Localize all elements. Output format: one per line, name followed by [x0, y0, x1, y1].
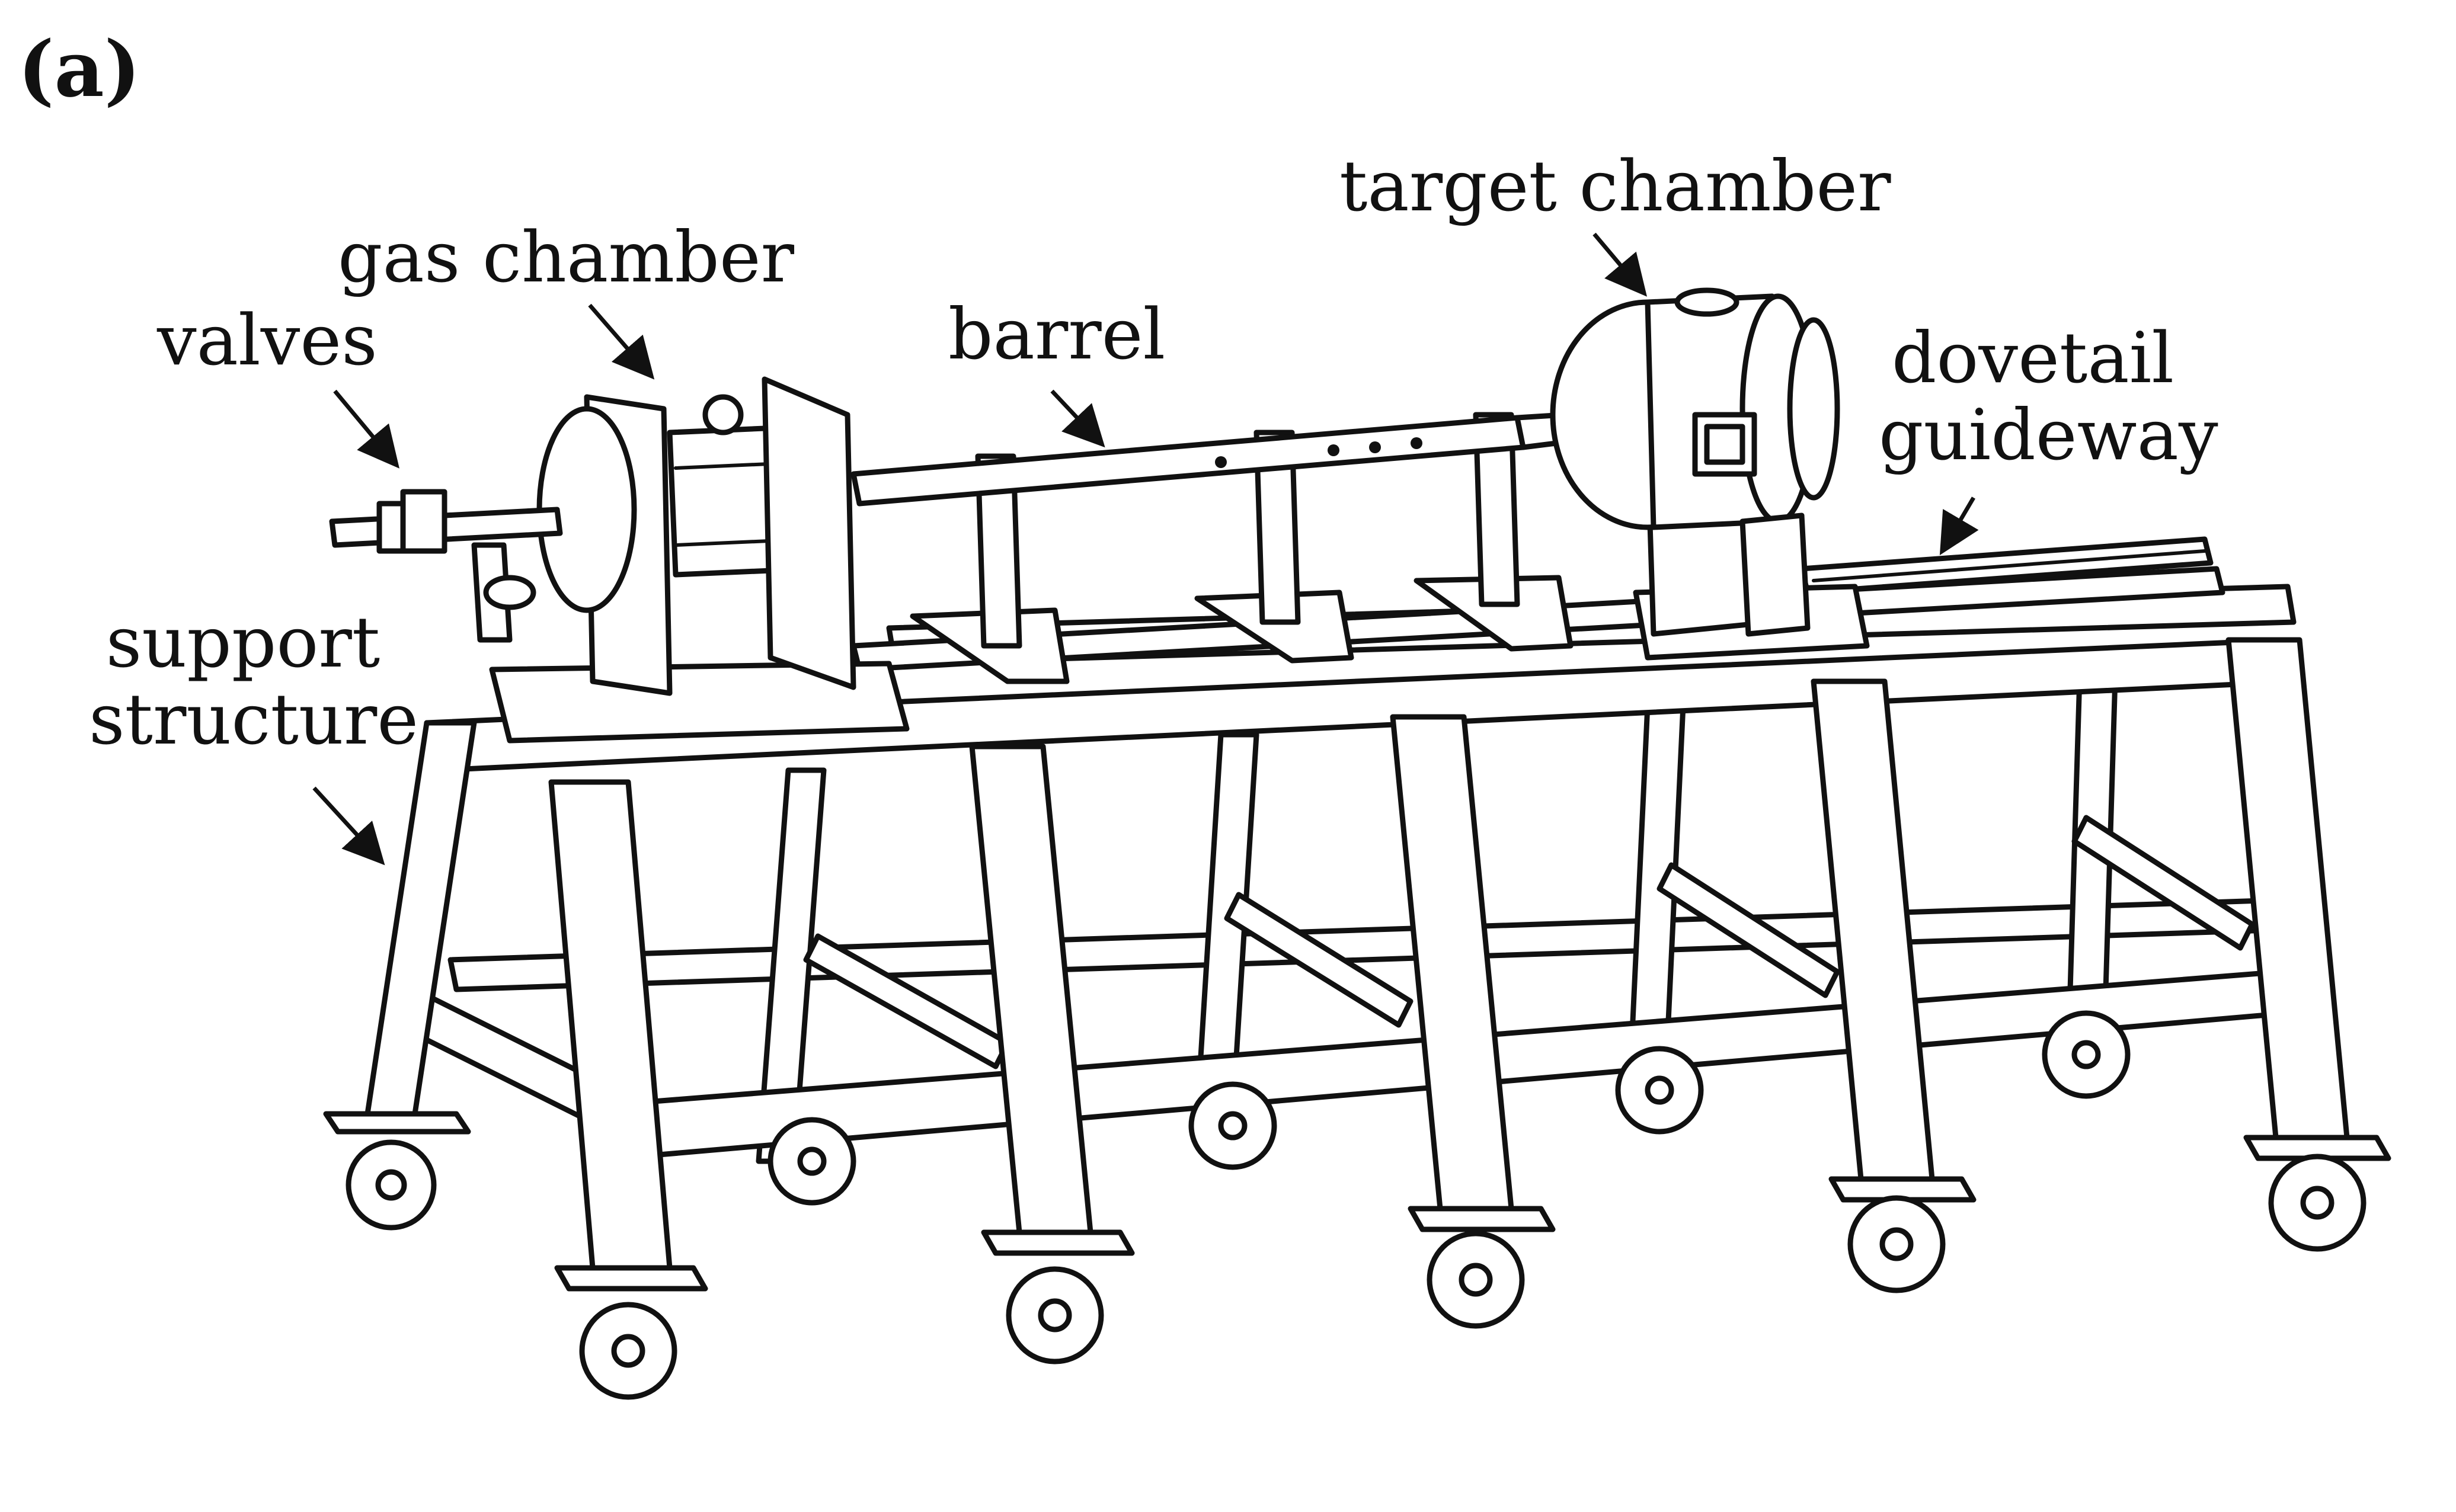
dovetail-arrow	[1939, 496, 1979, 556]
target-chamber-arrow	[1592, 232, 1648, 297]
valves	[329, 489, 563, 643]
target-chamber	[1550, 287, 1840, 637]
support-line-1: support	[105, 601, 380, 683]
target-chamber-label: target chamber	[1339, 145, 1891, 227]
support-arrow	[312, 786, 385, 866]
support-structure-label: support structure	[89, 601, 419, 760]
dovetail-guideway-label: dovetail guideway	[1879, 317, 2218, 476]
barrel-label: barrel	[948, 293, 1166, 375]
barrel-stands	[975, 412, 1520, 649]
gas-chamber-label: gas chamber	[338, 216, 795, 298]
label-arrows	[312, 232, 1979, 866]
panel-label: (a)	[18, 24, 141, 114]
caster-wheels	[346, 1010, 2367, 1400]
gas-chamber	[536, 376, 856, 696]
barrel-arrow	[1050, 389, 1105, 448]
valves-label: valves	[157, 299, 378, 381]
gas-chamber-arrow	[588, 303, 655, 380]
valves-arrow	[333, 389, 399, 469]
support-structure	[323, 584, 2391, 1400]
dovetail-line-1: dovetail	[1891, 317, 2174, 399]
support-line-2: structure	[89, 678, 419, 760]
dovetail-line-2: guideway	[1879, 393, 2218, 476]
barrel	[850, 412, 1574, 507]
